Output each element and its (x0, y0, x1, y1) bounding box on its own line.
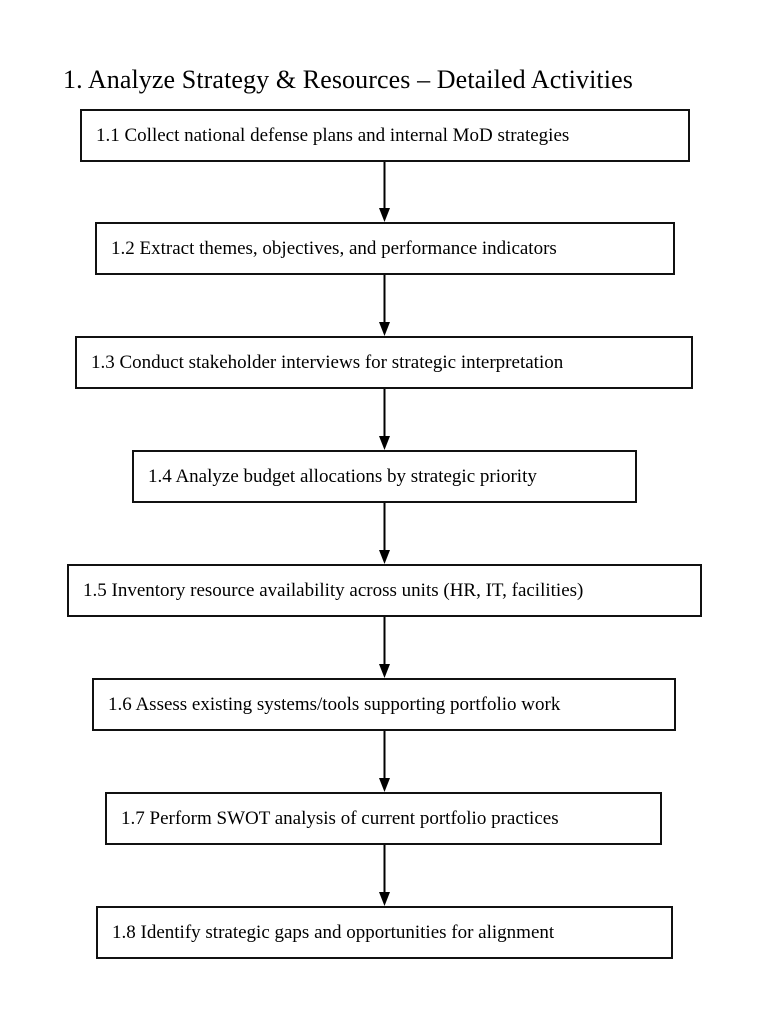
flowchart-arrow-1-3-to-1-4 (378, 389, 391, 450)
flowchart-node-1-8[interactable]: 1.8 Identify strategic gaps and opportun… (96, 906, 673, 959)
flowchart-arrow-1-6-to-1-7 (378, 731, 391, 792)
flowchart-node-1-2[interactable]: 1.2 Extract themes, objectives, and perf… (95, 222, 675, 275)
flowchart-node-1-1[interactable]: 1.1 Collect national defense plans and i… (80, 109, 690, 162)
flowchart-node-1-7[interactable]: 1.7 Perform SWOT analysis of current por… (105, 792, 662, 845)
flowchart-arrow-1-5-to-1-6 (378, 617, 391, 678)
flowchart-node-label: 1.6 Assess existing systems/tools suppor… (108, 694, 561, 715)
flowchart-arrow-1-7-to-1-8 (378, 845, 391, 906)
flowchart-node-1-6[interactable]: 1.6 Assess existing systems/tools suppor… (92, 678, 676, 731)
flowchart-node-label: 1.3 Conduct stakeholder interviews for s… (91, 352, 564, 373)
flowchart-node-label: 1.4 Analyze budget allocations by strate… (148, 466, 537, 487)
flowchart-node-label: 1.8 Identify strategic gaps and opportun… (112, 922, 555, 943)
flowchart-node-1-5[interactable]: 1.5 Inventory resource availability acro… (67, 564, 702, 617)
flowchart-node-1-3[interactable]: 1.3 Conduct stakeholder interviews for s… (75, 336, 693, 389)
flowchart-node-1-4[interactable]: 1.4 Analyze budget allocations by strate… (132, 450, 637, 503)
flowchart-node-label: 1.7 Perform SWOT analysis of current por… (121, 808, 559, 829)
flowchart-node-label: 1.2 Extract themes, objectives, and perf… (111, 238, 557, 259)
flowchart-node-label: 1.1 Collect national defense plans and i… (96, 125, 570, 146)
flowchart-arrow-1-4-to-1-5 (378, 503, 391, 564)
flowchart-arrow-1-2-to-1-3 (378, 275, 391, 336)
flowchart-arrow-1-1-to-1-2 (378, 162, 391, 222)
flowchart-node-label: 1.5 Inventory resource availability acro… (83, 580, 584, 601)
page-title: 1. Analyze Strategy & Resources – Detail… (63, 65, 633, 94)
